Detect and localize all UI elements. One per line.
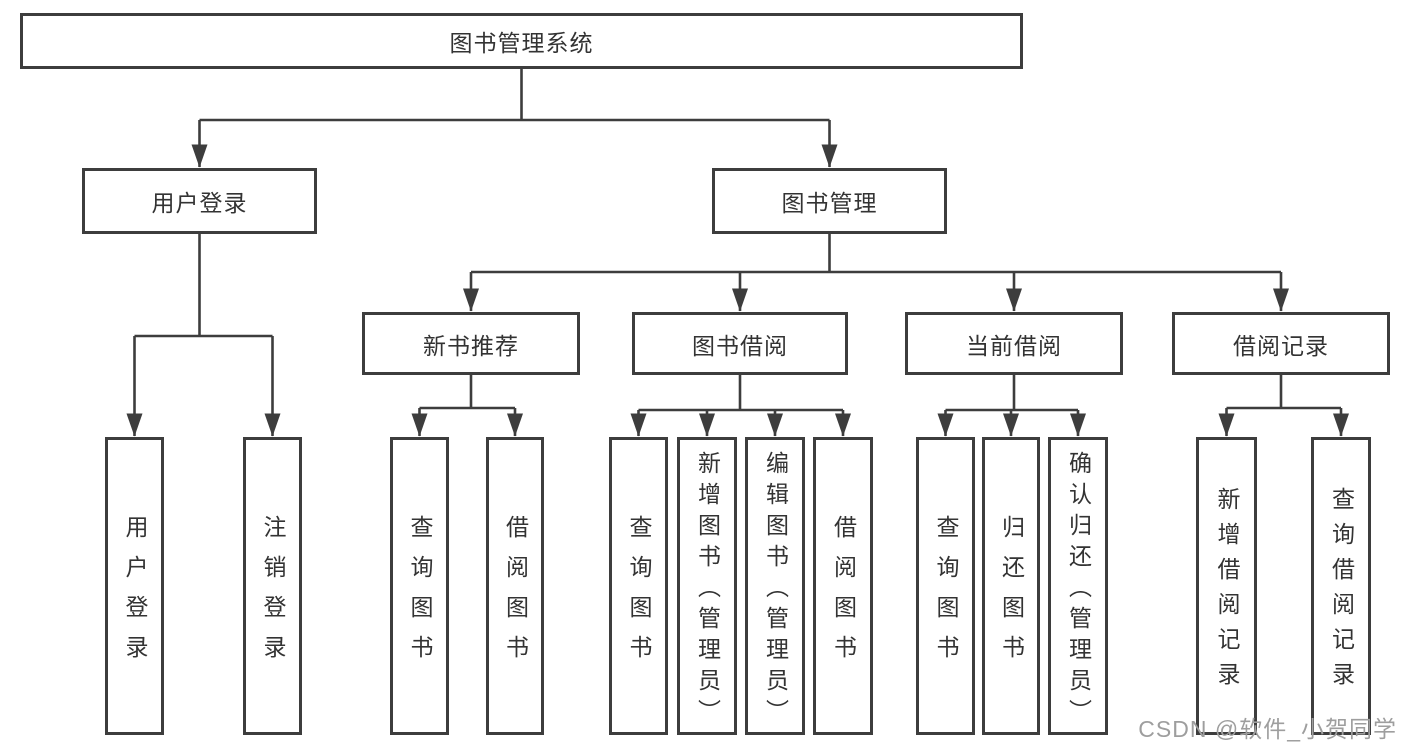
node-book-mgmt: 图书管理 [712,168,947,234]
node-user-login-label: 用户登录 [151,190,248,216]
leaf-borrow-query-books: 查询图书 [609,437,668,735]
node-root: 图书管理系统 [20,13,1023,69]
node-current-borrow: 当前借阅 [905,312,1123,375]
leaf-rec-query-books: 查询图书 [390,437,449,735]
leaf-borrow-query-books-label: 查询图书 [626,514,652,675]
node-root-label: 图书管理系统 [449,30,594,56]
leaf-rec-borrow-books-label: 借阅图书 [502,514,529,675]
leaf-logout: 注销登录 [243,437,302,735]
node-borrow-records: 借阅记录 [1172,312,1390,375]
leaf-current-query-books-label: 查询图书 [933,514,959,675]
node-new-book-rec: 新书推荐 [362,312,580,375]
node-borrow-records-label: 借阅记录 [1233,332,1329,359]
leaf-borrow-books-label: 借阅图书 [830,514,857,675]
leaf-return-books-label: 归还图书 [998,514,1025,675]
leaf-edit-book-admin-label: 编辑图书（管理员） [762,450,789,730]
leaf-rec-query-books-label: 查询图书 [407,514,433,675]
leaf-user-login: 用户登录 [105,437,164,735]
node-user-login: 用户登录 [82,168,317,234]
leaf-query-borrow-record: 查询借阅记录 [1311,437,1371,735]
leaf-rec-borrow-books: 借阅图书 [486,437,544,735]
leaf-add-borrow-record: 新增借阅记录 [1196,437,1257,735]
leaf-logout-label: 注销登录 [260,514,286,675]
node-book-borrow: 图书借阅 [632,312,848,375]
leaf-add-borrow-record-label: 新增借阅记录 [1214,487,1240,697]
node-book-borrow-label: 图书借阅 [692,332,788,359]
node-current-borrow-label: 当前借阅 [966,332,1062,359]
leaf-user-login-label: 用户登录 [122,514,148,675]
leaf-edit-book-admin: 编辑图书（管理员） [745,437,805,735]
leaf-query-borrow-record-label: 查询借阅记录 [1328,487,1355,697]
leaf-return-books: 归还图书 [982,437,1040,735]
csdn-watermark: CSDN @软件_小贺同学 [1138,716,1397,742]
leaf-current-query-books: 查询图书 [916,437,975,735]
node-book-mgmt-label: 图书管理 [781,190,878,216]
node-new-book-rec-label: 新书推荐 [423,332,519,359]
leaf-add-book-admin-label: 新增图书（管理员） [694,450,721,730]
leaf-confirm-return-admin: 确认归还（管理员） [1048,437,1108,735]
leaf-confirm-return-admin-label: 确认归还（管理员） [1065,450,1092,730]
leaf-borrow-books: 借阅图书 [813,437,873,735]
leaf-add-book-admin: 新增图书（管理员） [677,437,737,735]
